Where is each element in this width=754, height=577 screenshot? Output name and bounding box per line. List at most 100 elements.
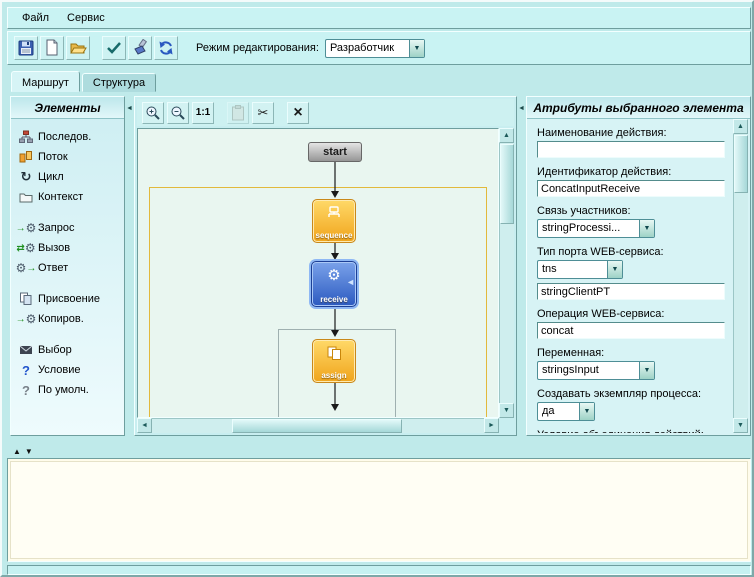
invoke-icon: ⇄⚙	[16, 241, 36, 255]
node-assign[interactable]: assign	[312, 339, 356, 383]
tab-bar: Маршрут Структура	[7, 69, 158, 92]
tab-structure[interactable]: Структура	[82, 73, 156, 92]
operation-input[interactable]	[537, 322, 725, 339]
partner-link-combobox[interactable]: stringProcessi... ▼	[537, 219, 655, 238]
condition-question-icon: ?	[16, 363, 36, 378]
element-item-default[interactable]: ? По умолч.	[11, 380, 124, 400]
diagram-canvas[interactable]: start sequence ⚙ ◄ receive assig	[137, 128, 499, 418]
menu-service[interactable]: Сервис	[59, 10, 113, 26]
port-type-input[interactable]	[537, 283, 725, 300]
tab-route[interactable]: Маршрут	[11, 71, 80, 92]
receive-message-arrow-icon: ◄	[346, 277, 355, 287]
variable-combobox[interactable]: stringsInput ▼	[537, 361, 655, 380]
element-item-pick[interactable]: Выбор	[11, 340, 124, 360]
clean-button[interactable]	[128, 36, 152, 60]
scroll-thumb[interactable]	[734, 135, 748, 193]
folder-icon	[16, 190, 36, 204]
canvas-horizontal-scrollbar[interactable]: ◄ ►	[137, 418, 499, 433]
brush-icon	[131, 39, 149, 57]
save-button[interactable]	[14, 36, 38, 60]
cut-button[interactable]: ✂	[252, 102, 274, 124]
element-item-sequence[interactable]: Последов.	[11, 127, 124, 147]
zoom-reset-label: 1:1	[196, 107, 210, 118]
create-instance-combobox[interactable]: да ▼	[537, 402, 595, 421]
element-item-loop[interactable]: ↻ Цикл	[11, 167, 124, 187]
element-item-label: Условие	[36, 364, 81, 376]
create-instance-label: Создавать экземпляр процесса:	[537, 388, 725, 400]
element-item-condition[interactable]: ? Условие	[11, 360, 124, 380]
splitter-down-icon[interactable]: ▼	[23, 447, 35, 457]
zoom-in-icon	[145, 105, 161, 121]
scroll-up-button[interactable]: ▲	[499, 128, 514, 143]
floppy-disk-icon	[17, 39, 35, 57]
chevron-down-icon[interactable]: ▼	[639, 220, 654, 237]
paste-button[interactable]	[227, 102, 249, 124]
node-sequence[interactable]: sequence	[312, 199, 356, 243]
element-item-request[interactable]: →⚙ Запрос	[11, 218, 124, 238]
splitter-up-icon[interactable]: ▲	[11, 447, 23, 457]
new-document-button[interactable]	[40, 36, 64, 60]
new-document-icon	[43, 39, 61, 57]
element-item-context[interactable]: Контекст	[11, 187, 124, 207]
refresh-button[interactable]	[154, 36, 178, 60]
element-item-flow[interactable]: Поток	[11, 147, 124, 167]
port-type-ns-combobox[interactable]: tns ▼	[537, 260, 623, 279]
attributes-vertical-scrollbar[interactable]: ▲ ▼	[733, 119, 748, 433]
zoom-in-button[interactable]	[142, 102, 164, 124]
chevron-down-icon[interactable]: ▼	[579, 403, 594, 420]
delete-button[interactable]: ×	[287, 102, 309, 124]
partner-link-value: stringProcessi...	[538, 220, 639, 237]
zoom-reset-button[interactable]: 1:1	[192, 102, 214, 124]
element-item-label: Запрос	[36, 222, 74, 234]
element-item-label: Вызов	[36, 242, 70, 254]
output-panel	[7, 458, 751, 562]
open-button[interactable]	[66, 36, 90, 60]
chevron-down-icon[interactable]: ▼	[639, 362, 654, 379]
sequence-element-icon	[16, 130, 36, 144]
scroll-left-button[interactable]: ◄	[137, 418, 152, 433]
element-item-invoke[interactable]: ⇄⚙ Вызов	[11, 238, 124, 258]
node-start[interactable]: start	[308, 142, 362, 162]
validate-button[interactable]	[102, 36, 126, 60]
node-label: assign	[313, 371, 355, 380]
scroll-down-button[interactable]: ▼	[733, 418, 748, 433]
node-receive-selected[interactable]: ⚙ ◄ receive	[311, 261, 357, 307]
chevron-down-icon[interactable]: ▼	[409, 40, 424, 57]
attributes-panel-title: Атрибуты выбранного элемента	[527, 97, 750, 119]
element-item-assign[interactable]: Присвоение	[11, 289, 124, 309]
node-label: sequence	[313, 231, 355, 240]
canvas-vertical-scrollbar[interactable]: ▲ ▼	[499, 128, 514, 418]
delete-x-icon: ×	[293, 106, 302, 120]
scissors-icon: ✂	[258, 105, 269, 121]
element-item-label: Ответ	[36, 262, 68, 274]
pick-envelope-icon	[16, 343, 36, 357]
menu-file[interactable]: Файл	[14, 10, 57, 26]
main-toolbar: Режим редактирования: Разработчик ▼	[7, 31, 751, 65]
action-id-label: Идентификатор действия:	[537, 166, 725, 178]
chevron-down-icon[interactable]: ▼	[607, 261, 622, 278]
mode-combobox-value: Разработчик	[326, 40, 409, 57]
node-label: receive	[312, 295, 356, 304]
create-instance-value: да	[538, 403, 579, 420]
loop-icon: ↻	[16, 169, 36, 185]
right-splitter[interactable]: ◄	[518, 96, 525, 436]
mode-combobox[interactable]: Разработчик ▼	[325, 39, 425, 58]
collapse-right-icon[interactable]: ◄	[518, 104, 525, 113]
scroll-down-button[interactable]: ▼	[499, 403, 514, 418]
scroll-up-button[interactable]: ▲	[733, 119, 748, 134]
zoom-out-button[interactable]	[167, 102, 189, 124]
action-name-label: Наименование действия:	[537, 127, 725, 139]
action-id-input[interactable]	[537, 180, 725, 197]
copy-icon: →⚙	[16, 312, 36, 326]
left-splitter[interactable]: ◄	[126, 96, 133, 436]
reply-icon: ⚙→	[16, 261, 36, 275]
element-item-reply[interactable]: ⚙→ Ответ	[11, 258, 124, 278]
scroll-thumb[interactable]	[232, 419, 402, 433]
scroll-thumb[interactable]	[500, 144, 514, 224]
bottom-splitter[interactable]: ▲ ▼	[7, 446, 751, 457]
collapse-left-icon[interactable]: ◄	[126, 104, 133, 113]
element-item-label: Последов.	[36, 131, 91, 143]
scroll-right-button[interactable]: ►	[484, 418, 499, 433]
action-name-input[interactable]	[537, 141, 725, 158]
element-item-copy[interactable]: →⚙ Копиров.	[11, 309, 124, 329]
